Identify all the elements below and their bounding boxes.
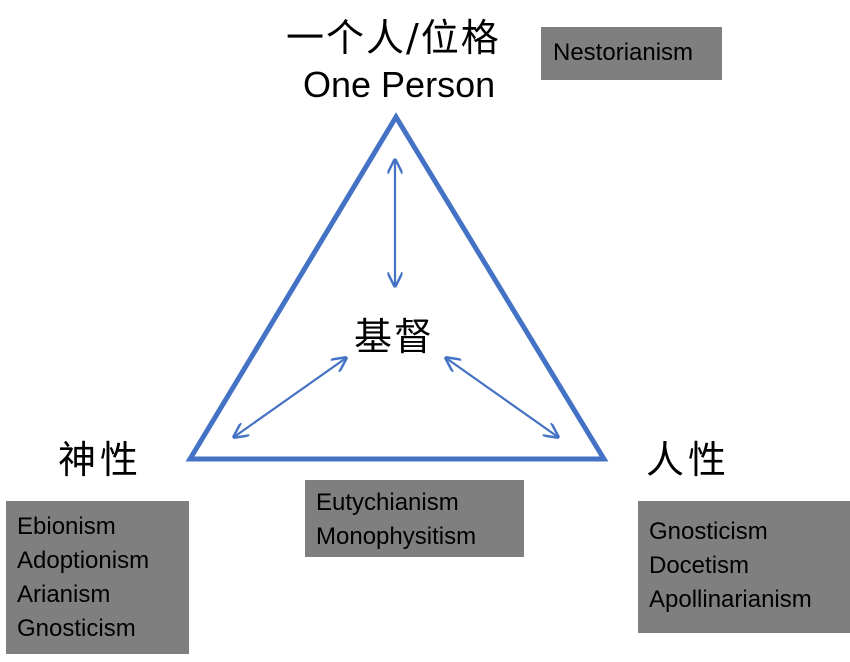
top-label-english: One Person: [303, 64, 496, 105]
box-bottom-right: Gnosticism Docetism Apollinarianism: [638, 501, 850, 633]
box-item: Docetism: [649, 552, 750, 579]
box-item: Apollinarianism: [649, 586, 812, 613]
box-item: Eutychianism: [316, 489, 459, 516]
box-top-right: Nestorianism: [541, 27, 722, 80]
box-bottom-left: Ebionism Adoptionism Arianism Gnosticism: [6, 501, 189, 654]
box-item: Gnosticism: [17, 615, 136, 642]
box-item: Adoptionism: [17, 547, 150, 574]
right-vertex-label: 人性: [646, 438, 731, 482]
top-label-chinese: 一个人/位格: [286, 16, 501, 60]
center-label: 基督: [354, 315, 435, 359]
box-item: Nestorianism: [553, 39, 694, 66]
box-item: Monophysitism: [316, 523, 477, 550]
triangle-outline: [185, 112, 609, 462]
left-vertex-label: 神性: [58, 438, 143, 482]
box-item: Arianism: [17, 581, 111, 608]
arrow-right: [446, 358, 558, 437]
arrow-left: [234, 358, 346, 437]
box-bottom-center: Eutychianism Monophysitism: [305, 480, 524, 557]
box-item: Ebionism: [17, 513, 116, 540]
box-item: Gnosticism: [649, 518, 768, 545]
